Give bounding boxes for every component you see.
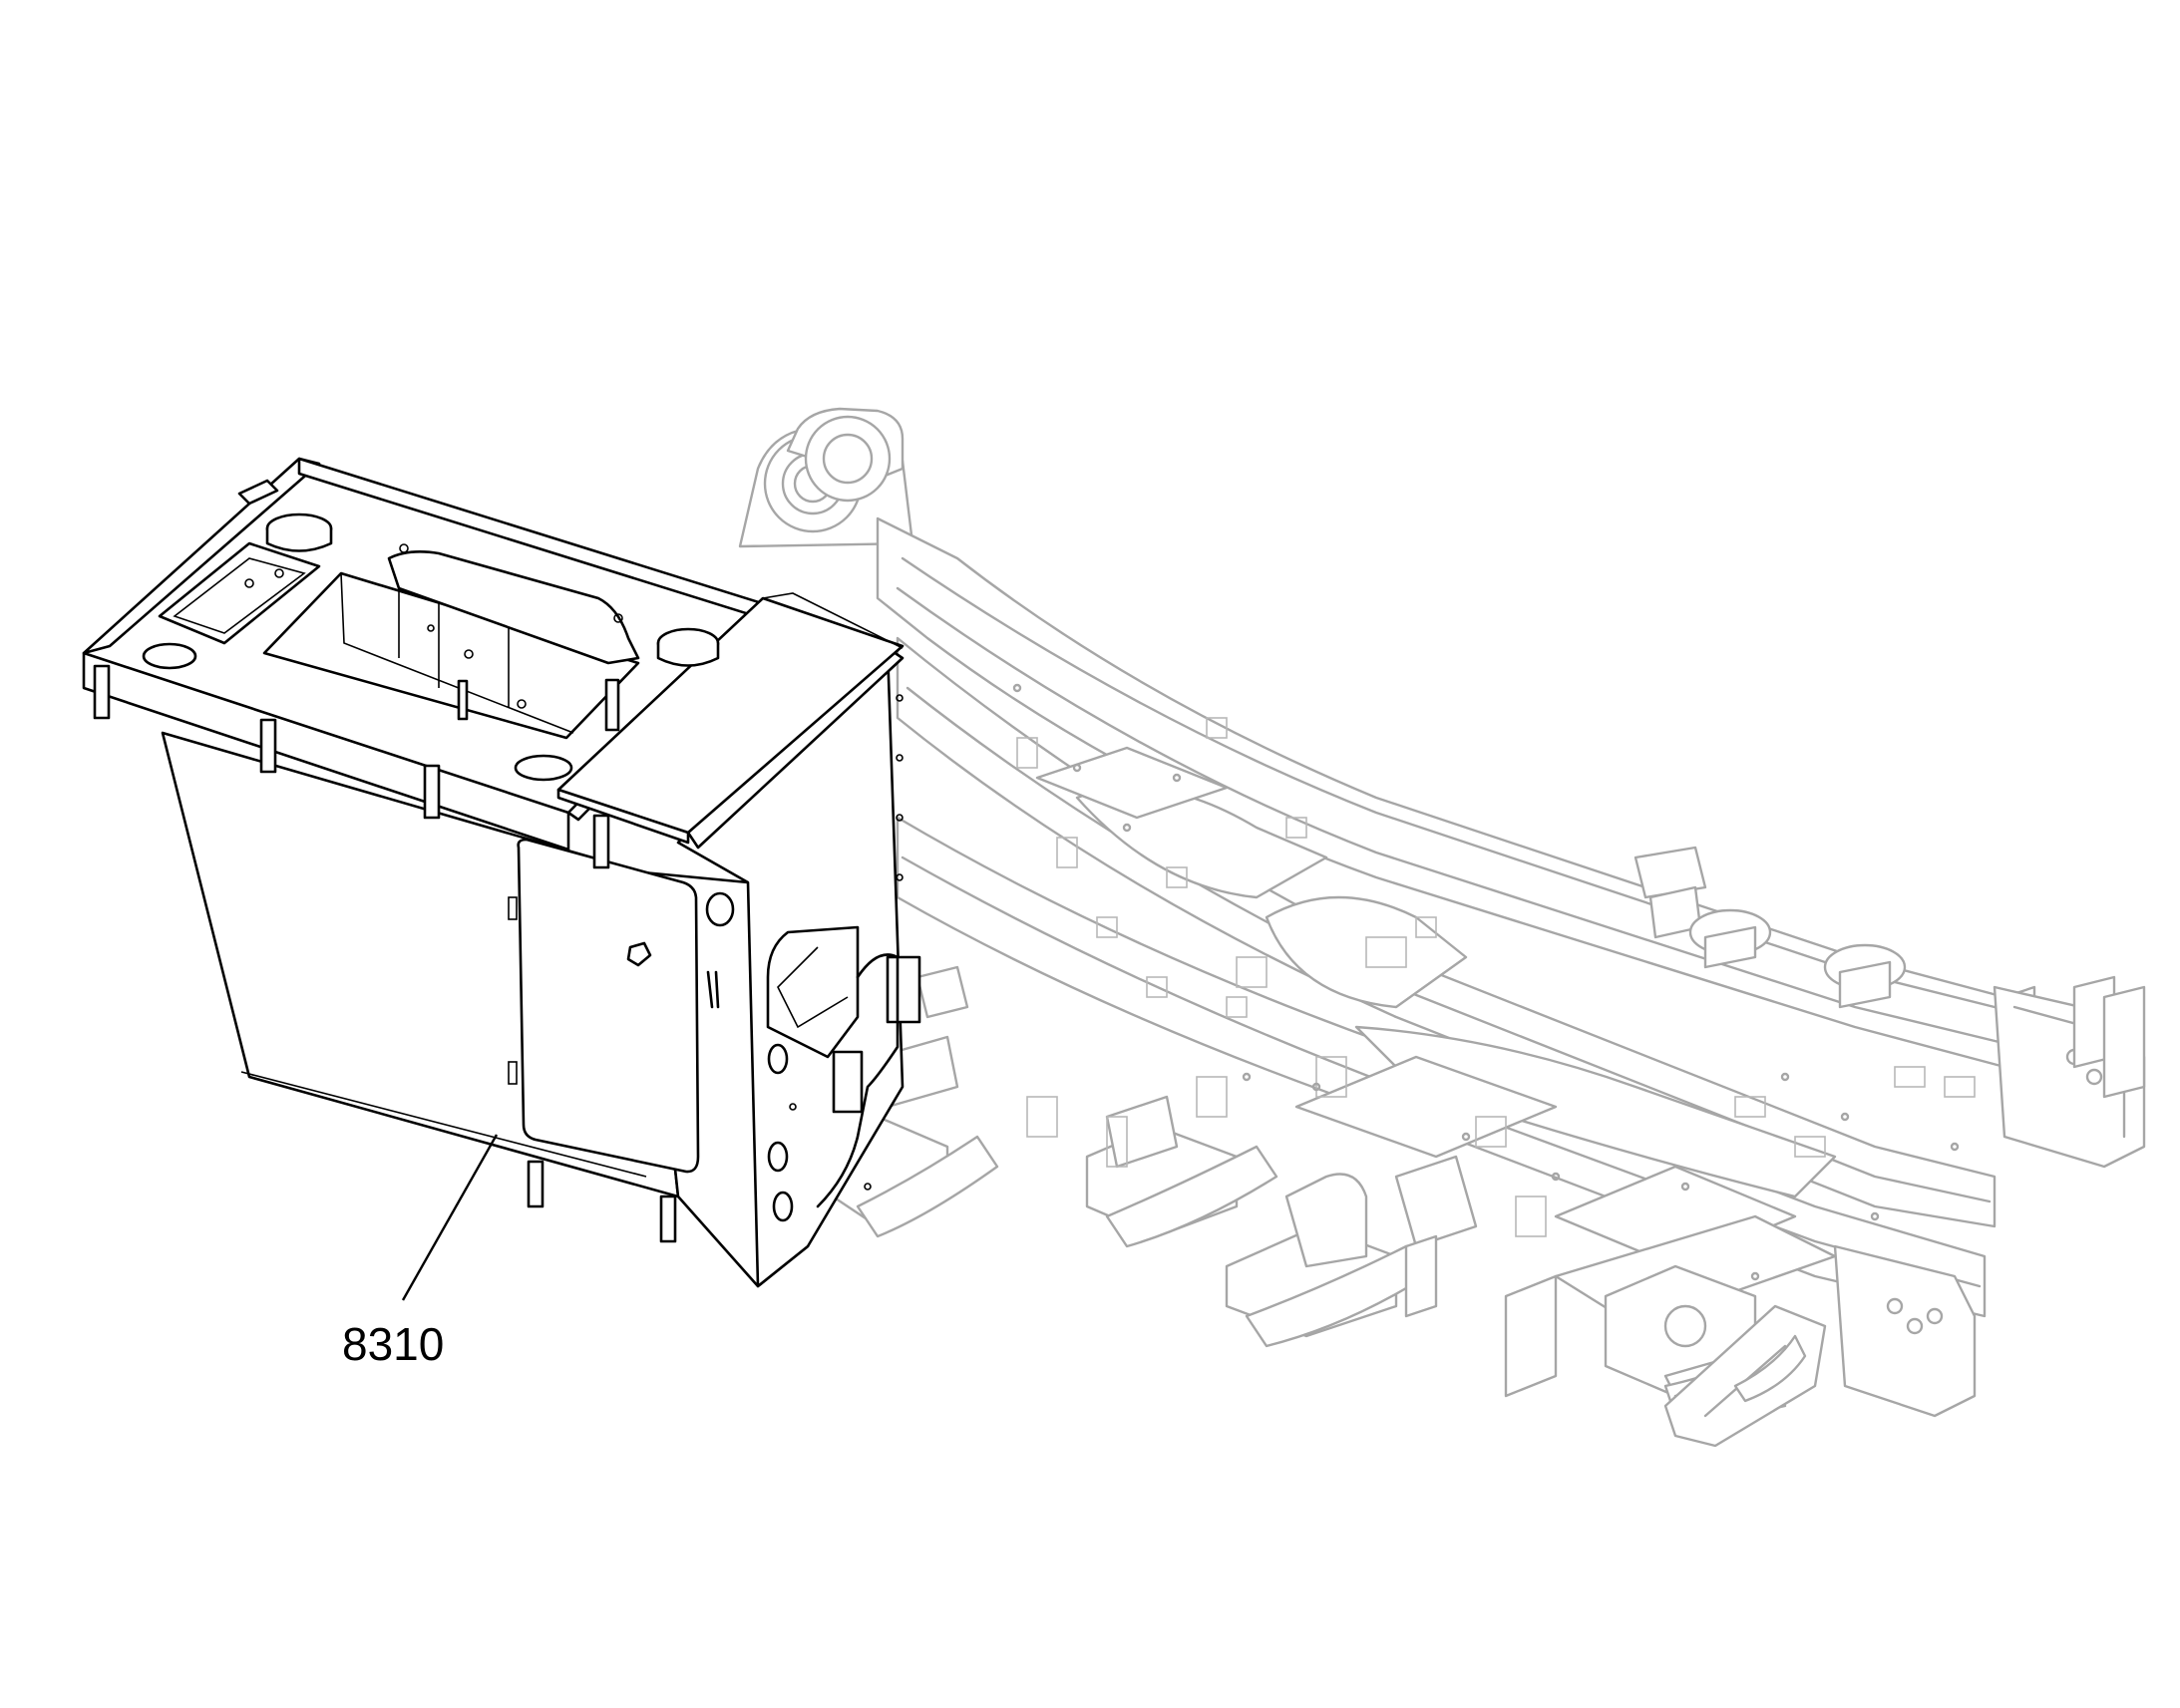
machine-frame	[738, 407, 2146, 1448]
highlighted-part-8310	[82, 457, 921, 1288]
callout-8310: 8310	[342, 1134, 499, 1370]
callout-label: 8310	[342, 1318, 444, 1370]
callout-leader-line	[401, 1134, 499, 1301]
